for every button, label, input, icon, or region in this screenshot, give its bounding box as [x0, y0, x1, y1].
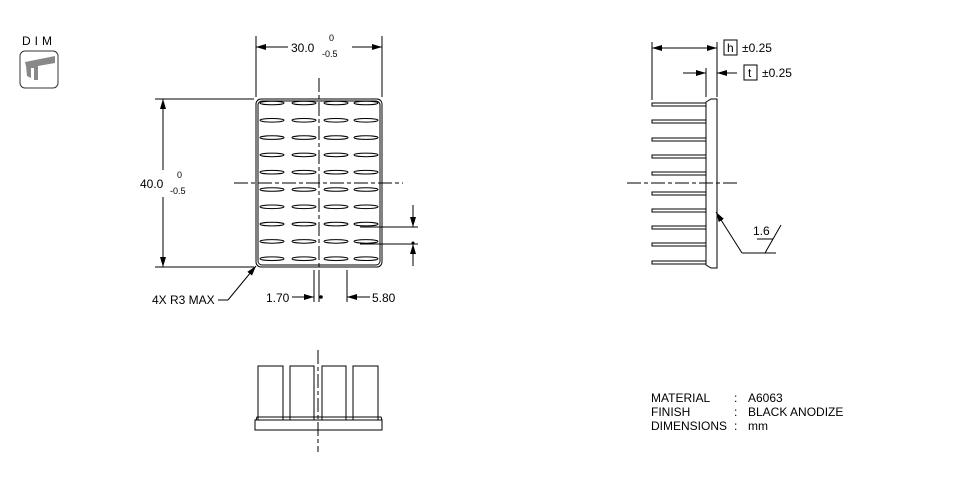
t-dim-label: t — [748, 66, 752, 80]
notes-block: MATERIAL : A6063 FINISH : BLACK ANODIZE … — [651, 391, 843, 433]
note-key: MATERIAL — [651, 391, 710, 405]
fin-slot — [259, 100, 285, 106]
fin-slot — [353, 152, 379, 158]
surface-finish-symbol — [757, 224, 782, 254]
fin-slot — [259, 187, 285, 192]
side-view: h ±0.25 t ±0.25 1.6 — [627, 39, 792, 269]
dim-tool-button[interactable]: DIM — [19, 34, 59, 89]
side-fin — [651, 191, 707, 196]
fin-slot — [323, 169, 349, 175]
side-fin — [651, 137, 707, 142]
fin-slot — [323, 221, 349, 227]
caliper-icon — [25, 56, 55, 80]
side-fin — [651, 225, 707, 230]
side-fin — [651, 260, 707, 265]
fin-slot — [323, 256, 349, 262]
fin-slot — [259, 118, 285, 123]
top-view: 30.0 0 -0.5 40.0 0 -0.5 4X R3 MAX 1.70 5… — [140, 33, 418, 307]
fin-slots — [259, 100, 379, 262]
fin-slot — [259, 204, 285, 210]
fin-slot — [323, 204, 349, 210]
note-value: mm — [748, 419, 768, 433]
fin-slot — [353, 169, 379, 175]
h-dim-tol: ±0.25 — [742, 41, 772, 55]
fin-slot — [353, 187, 379, 192]
side-fin — [651, 102, 707, 107]
side-fin — [651, 242, 707, 247]
fin-slot — [323, 187, 349, 192]
t-dim-tol: ±0.25 — [762, 66, 792, 80]
width-dim-value: 30.0 — [291, 41, 315, 55]
note-sep: : — [734, 405, 737, 419]
fin-slot — [353, 135, 379, 140]
fin-slot — [291, 135, 317, 140]
fin-slot — [291, 118, 317, 123]
front-view — [254, 350, 383, 452]
dim-label: DIM — [22, 34, 56, 48]
fin-slot — [259, 221, 285, 227]
fin-slot — [291, 187, 317, 192]
fin-slot — [323, 239, 349, 244]
fin-slot — [353, 239, 379, 244]
note-sep: : — [734, 391, 737, 405]
fin-slot — [323, 152, 349, 158]
surface-finish-value: 1.6 — [753, 224, 770, 238]
fin-slot — [353, 221, 379, 227]
fin-slot — [353, 118, 379, 123]
width-dim-upper-tol: 0 — [329, 33, 334, 43]
fin-slot — [291, 100, 317, 106]
width-dim-lower-tol: -0.5 — [322, 49, 338, 59]
note-sep: : — [734, 419, 737, 433]
fin-slot — [291, 221, 317, 227]
side-fin — [651, 119, 707, 124]
height-dim-upper-tol: 0 — [177, 170, 182, 180]
side-fin — [651, 208, 707, 213]
fin-slot — [291, 152, 317, 158]
fin-slot — [323, 100, 349, 106]
fin-slot — [259, 169, 285, 175]
fin-pitch-dim: 5.80 — [372, 291, 396, 305]
h-dim-box — [723, 39, 738, 56]
fin-slot — [353, 204, 379, 210]
note-key: FINISH — [651, 405, 690, 419]
fin-slot — [353, 256, 379, 262]
fin-slot — [291, 239, 317, 244]
fin-slot — [259, 239, 285, 244]
fin-slot — [323, 118, 349, 123]
height-dim-lower-tol: -0.5 — [170, 186, 186, 196]
fin-slot — [291, 169, 317, 175]
fin-slot — [291, 204, 317, 210]
h-dim-label: h — [727, 41, 734, 55]
fin-slot — [323, 135, 349, 140]
side-fin — [651, 171, 707, 176]
note-value: A6063 — [748, 391, 783, 405]
corner-radius-note: 4X R3 MAX — [152, 293, 215, 307]
t-dim-box — [743, 64, 758, 81]
height-dim-value: 40.0 — [140, 177, 164, 191]
fin-slot — [353, 100, 379, 106]
fin-slot — [259, 152, 285, 158]
note-key: DIMENSIONS — [651, 419, 727, 433]
side-fin — [651, 154, 707, 159]
fin-slot — [291, 256, 317, 262]
fin-slot — [259, 256, 285, 262]
note-value: BLACK ANODIZE — [748, 405, 843, 419]
fin-slot — [259, 135, 285, 140]
fin-thickness-dim: 1.70 — [266, 291, 290, 305]
